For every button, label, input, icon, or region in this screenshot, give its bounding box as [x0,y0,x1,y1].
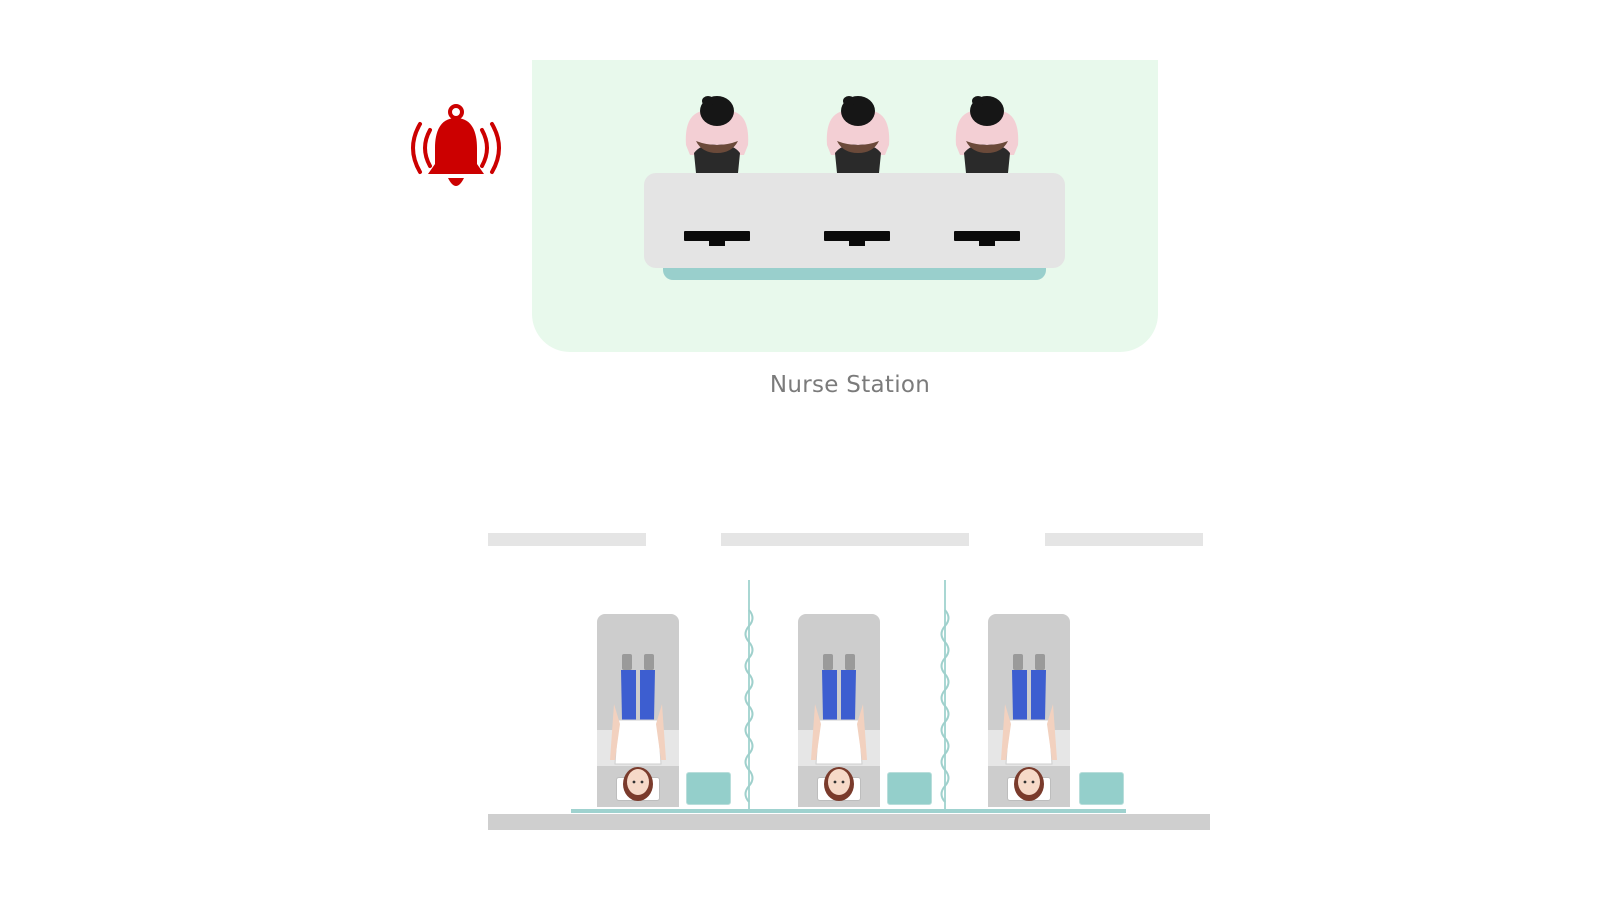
ward-floor [488,814,1210,830]
patient-figure-icon [811,654,867,801]
bedside-table [686,772,731,805]
curtain-divider [744,580,754,810]
ward-wall-segment [721,533,969,546]
floor-accent-line [571,809,1126,813]
patient-bed [988,614,1070,807]
nurse-desk [644,173,1065,268]
ward-wall-segment [1045,533,1203,546]
nurse-station-label: Nurse Station [769,372,931,398]
nurse-figure-icon [685,96,749,173]
ward-wall-segment [488,533,646,546]
alarm-bell-icon [411,104,501,186]
curtain-divider [940,580,950,810]
monitor-icon [824,231,890,246]
nurse-figure-icon [955,96,1019,173]
monitor-icon [684,231,750,246]
patient-bed [798,614,880,807]
patient-bed [597,614,679,807]
bedside-table [1079,772,1124,805]
monitor-icon [954,231,1020,246]
bedside-table [887,772,932,805]
patient-figure-icon [1001,654,1057,801]
nurse-figure-icon [826,96,890,173]
patient-figure-icon [610,654,666,801]
